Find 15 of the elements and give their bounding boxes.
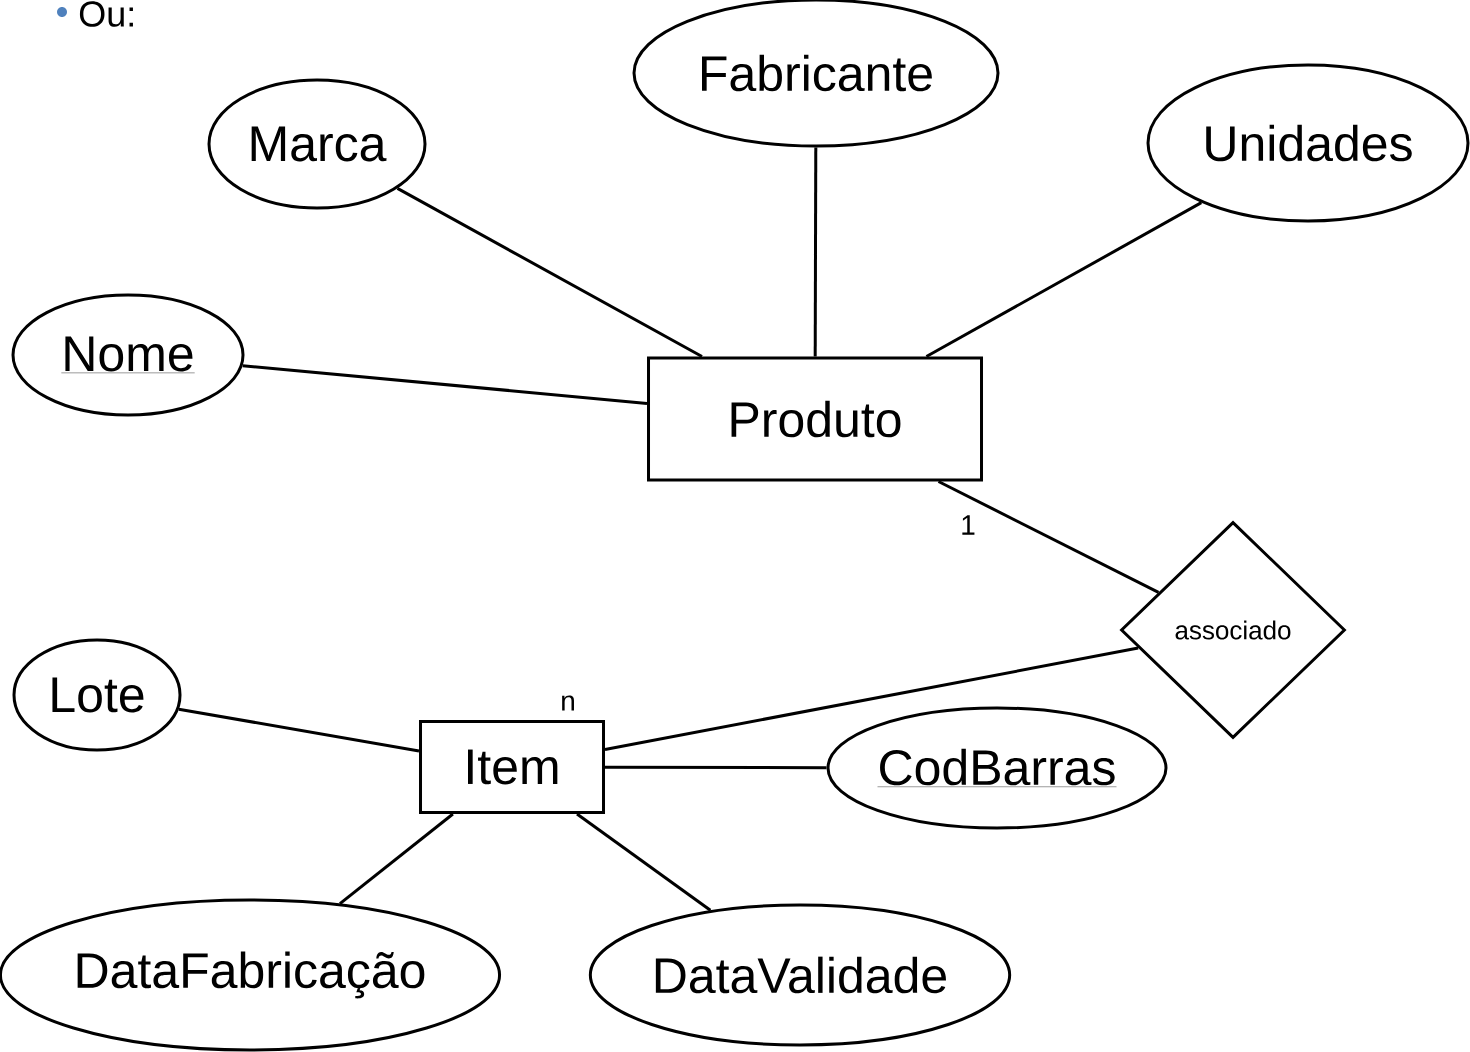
list-item: Ou: xyxy=(79,1,133,27)
connector-line xyxy=(813,147,818,357)
connector-line xyxy=(242,364,648,405)
connector-line xyxy=(604,646,1139,751)
cardinality-label: n xyxy=(562,695,574,711)
connector-line xyxy=(339,812,454,905)
connector-line xyxy=(178,707,420,753)
connector-line xyxy=(605,765,827,770)
entity-box: Produto xyxy=(647,356,983,482)
connector-line xyxy=(396,187,703,358)
entity-box: Item xyxy=(419,720,605,814)
cardinality-label: 1 xyxy=(962,515,975,535)
connector-line xyxy=(937,480,1160,594)
connector-line xyxy=(925,201,1203,358)
connector-line xyxy=(576,812,712,912)
